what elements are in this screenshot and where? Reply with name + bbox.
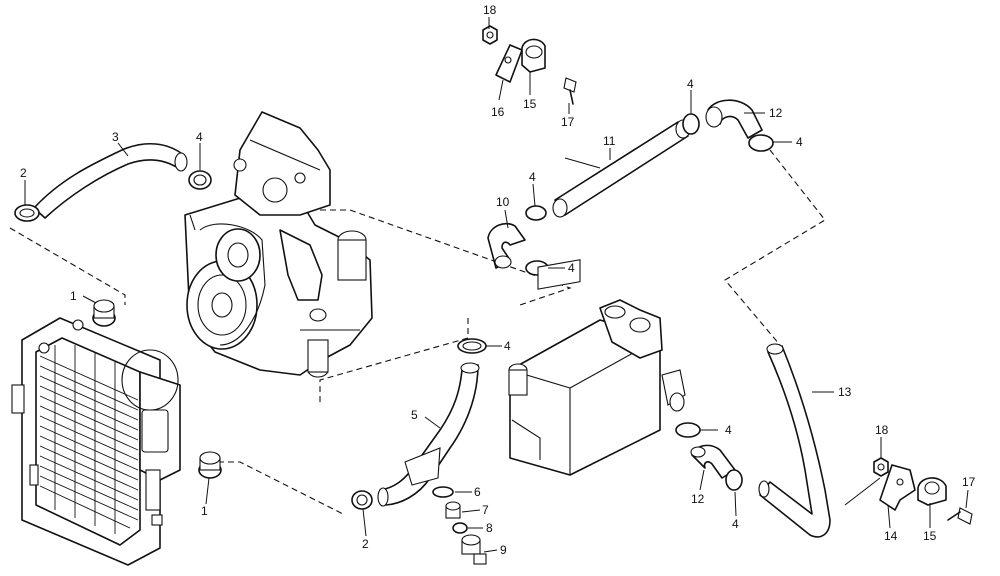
leader-lines [24, 17, 969, 553]
callout-18-top: 18 [483, 3, 497, 17]
callout-4-clamp-c: 4 [504, 339, 511, 353]
hose-clamp-f [725, 469, 743, 491]
long-return-hose [758, 343, 831, 538]
callout-14: 14 [884, 529, 898, 543]
callout-15-lower: 15 [923, 529, 937, 543]
radiator-core-fins [39, 345, 139, 534]
hose-fitting-lower [198, 451, 222, 479]
radiator-assembly [11, 317, 181, 566]
hose-clamp-e [675, 422, 701, 438]
callout-numbers: 18 16 15 17 3 4 2 1 1 2 5 6 7 8 9 4 11 4… [20, 3, 976, 557]
callout-12-lower: 12 [691, 492, 705, 506]
callout-4-clamp-b: 4 [196, 130, 203, 144]
elbow-hose-small [487, 222, 526, 269]
elbow-hose-lower [690, 444, 736, 479]
elbow-hose-upper [705, 99, 763, 139]
callout-4-lower-elbow: 4 [732, 517, 739, 531]
lower-radiator-hose [377, 362, 480, 507]
callout-15-top: 15 [523, 97, 537, 111]
callout-18-lower: 18 [875, 423, 889, 437]
hose-clamp-d [351, 490, 373, 510]
callout-4-upper-right: 4 [687, 77, 694, 91]
callout-6: 6 [474, 485, 481, 499]
hose-clamp-b [188, 170, 212, 190]
callout-9: 9 [500, 543, 507, 557]
callout-1-upper: 1 [70, 289, 77, 303]
callout-12-upper: 12 [769, 106, 783, 120]
callout-10: 10 [496, 195, 510, 209]
hose-fitting-upper [92, 299, 116, 327]
callout-13: 13 [838, 385, 852, 399]
callout-4-right: 4 [796, 135, 803, 149]
bracket-group-lower [873, 457, 973, 525]
callout-2-lower: 2 [362, 537, 369, 551]
top-bracket-group [482, 25, 577, 105]
callout-4-small-elbow: 4 [568, 261, 575, 275]
hose-clamps-upper [525, 113, 774, 276]
callout-4-tank-outlet: 4 [725, 423, 732, 437]
callout-1-lower: 1 [201, 504, 208, 518]
engine-block [184, 111, 373, 378]
callout-5: 5 [411, 408, 418, 422]
dashed-connection-lines [9, 149, 826, 516]
hose-clamp-a [14, 204, 40, 222]
callout-16: 16 [491, 105, 505, 119]
callout-17-top: 17 [561, 115, 575, 129]
callout-17-lower: 17 [962, 475, 976, 489]
coolant-tank [508, 259, 686, 476]
callout-11: 11 [603, 134, 616, 148]
callout-2-upper: 2 [20, 166, 27, 180]
small-fittings-stack [432, 486, 487, 565]
callout-7: 7 [482, 503, 489, 517]
upper-radiator-hose [33, 142, 188, 219]
callout-3: 3 [112, 130, 119, 144]
hose-clamp-c [457, 338, 487, 354]
callout-4-pipe-end: 4 [529, 170, 536, 184]
callout-8: 8 [486, 521, 493, 535]
long-pipe [552, 119, 691, 218]
